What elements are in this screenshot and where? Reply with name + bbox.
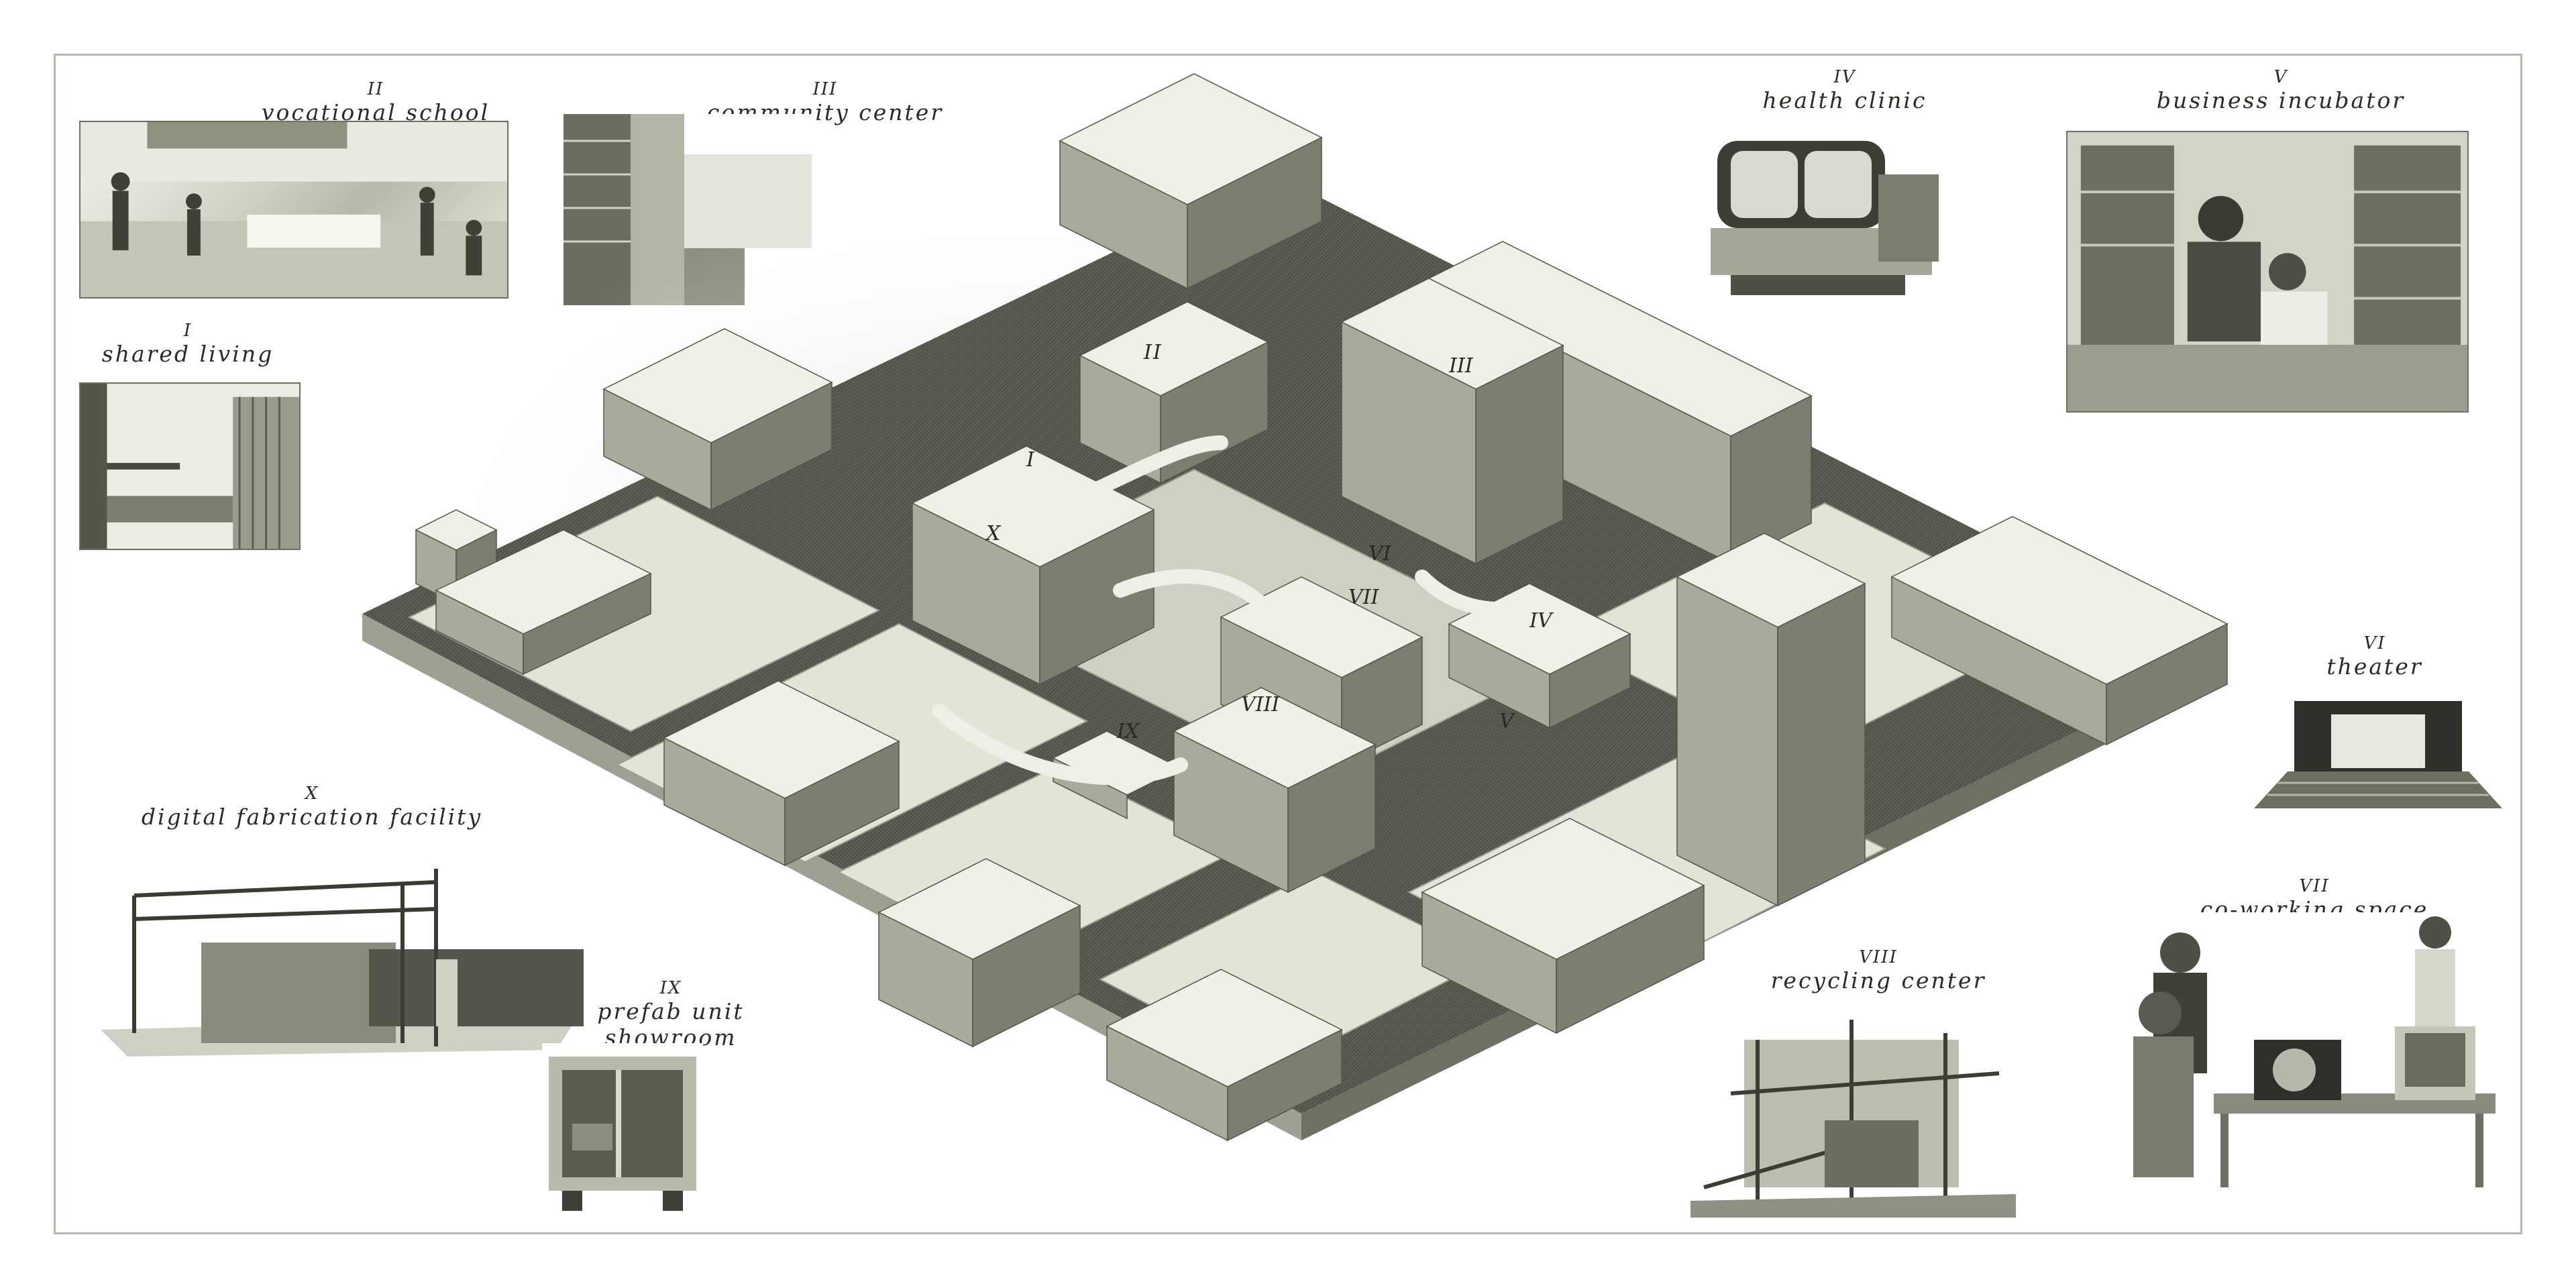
photo-shared-living (79, 382, 301, 550)
photo-vocational-school (79, 121, 508, 299)
photo-digital-fabrication (87, 855, 597, 1060)
photo-prefab-showroom (542, 1043, 703, 1218)
building-label-iv: IV (1529, 609, 1554, 633)
photo-health-clinic (1690, 134, 1966, 315)
building-label-ix: IX (1116, 720, 1140, 743)
photo-business-incubator (2066, 131, 2469, 413)
axonometric-city-model: II III I X VI VII IV VIII IX V (349, 67, 2267, 1221)
label-digital-fabrication: X digital fabrication facility (141, 784, 483, 830)
photo-recycling-center (1690, 1013, 2016, 1218)
building-label-viii: VIII (1241, 693, 1280, 716)
label-health-clinic: IV health clinic (1762, 67, 1927, 113)
photo-co-working (2100, 912, 2502, 1201)
building-label-v: V (1499, 710, 1516, 733)
building-label-vii: VII (1348, 586, 1380, 609)
building-label-i: I (1026, 448, 1035, 472)
label-theater: VI theater (2326, 633, 2423, 680)
building-label-vi: VI (1368, 542, 1392, 566)
building-label-ii: II (1143, 341, 1163, 364)
building-label-iii: III (1448, 354, 1474, 378)
photo-theater (2254, 701, 2502, 808)
building-label-x: X (985, 522, 1002, 545)
label-recycling-center: VIII recycling center (1770, 947, 1986, 994)
label-business-incubator: V business incubator (2156, 67, 2406, 113)
label-shared-living: I shared living (101, 321, 274, 367)
